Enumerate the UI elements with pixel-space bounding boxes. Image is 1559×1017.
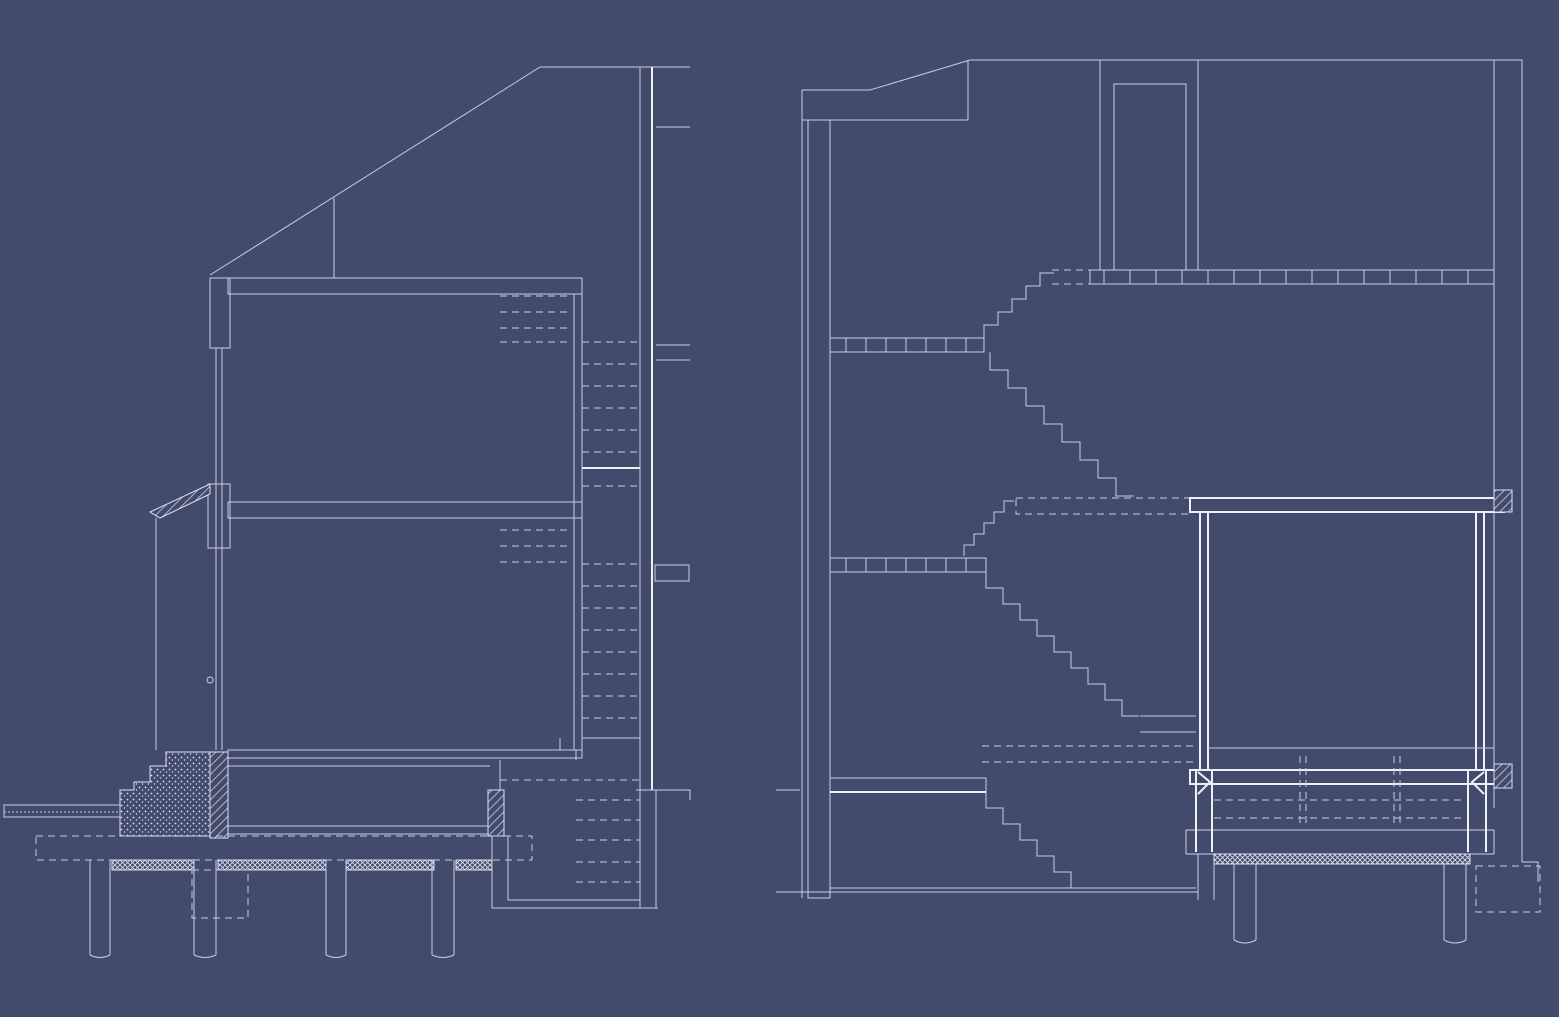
stair-flight-3 bbox=[963, 500, 1014, 556]
parapet-column bbox=[209, 277, 231, 349]
retaining-wall-left bbox=[209, 751, 229, 839]
top-doorway bbox=[1099, 59, 1199, 271]
stair-flight-4 bbox=[985, 572, 1139, 717]
retaining-wall-right bbox=[487, 789, 505, 837]
stair-flight-5 bbox=[985, 792, 1088, 889]
top-slab-ribs bbox=[1103, 270, 1469, 284]
stair-flight-1 bbox=[983, 272, 1054, 338]
ground-floor-slab bbox=[227, 749, 583, 759]
mid-dashed-slab bbox=[982, 497, 1196, 763]
stair-flight-2 bbox=[989, 352, 1134, 497]
left-section bbox=[3, 66, 691, 958]
dashed-beam-group-upper bbox=[500, 295, 572, 563]
roof-slab bbox=[227, 277, 583, 295]
landing-ribs-1 bbox=[845, 338, 967, 352]
gravel-fill bbox=[119, 751, 211, 837]
landing-slab-2 bbox=[829, 557, 987, 573]
stair-treads-left bbox=[559, 341, 640, 883]
top-floor-slab bbox=[1052, 269, 1495, 285]
steel-frame bbox=[1185, 489, 1513, 855]
piles-right bbox=[1197, 854, 1541, 944]
left-wall bbox=[807, 119, 831, 899]
pile-caps bbox=[111, 859, 493, 871]
base-pile-cap bbox=[1213, 853, 1471, 865]
piles-left bbox=[89, 860, 455, 958]
foundation-beam bbox=[35, 835, 533, 861]
middle-column bbox=[207, 483, 231, 549]
landing-slab-1 bbox=[829, 337, 985, 353]
middle-floor-slab bbox=[227, 501, 583, 519]
landing-ribs-2 bbox=[845, 558, 967, 572]
right-section bbox=[776, 59, 1541, 944]
base-joists bbox=[1214, 756, 1466, 828]
landing-slab-3 bbox=[829, 777, 987, 793]
roof-outline bbox=[801, 59, 1523, 808]
roof-slope-line bbox=[209, 66, 690, 276]
entrance-canopy bbox=[148, 483, 211, 750]
ground-strip bbox=[3, 804, 121, 818]
